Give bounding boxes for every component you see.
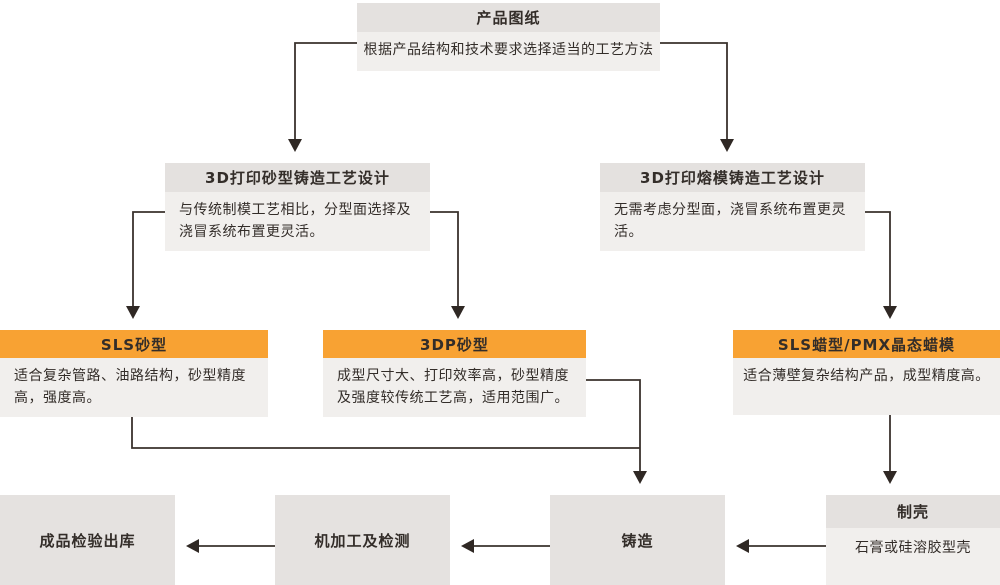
node-title: SLS砂型: [0, 330, 268, 358]
arrowhead-down-icon: [720, 139, 734, 152]
node-final-inspection-delivery: 成品检验出库: [0, 495, 175, 585]
node-title: 3D打印砂型铸造工艺设计: [165, 163, 430, 192]
node-casting: 铸造: [550, 495, 725, 585]
node-title: SLS蜡型/PMX晶态蜡模: [733, 330, 1000, 358]
node-desc: 成型尺寸大、打印效率高，砂型精度及强度较传统工艺高，适用范围广。: [323, 358, 586, 417]
node-desc: 适合复杂管路、油路结构，砂型精度高，强度高。: [0, 358, 268, 417]
arrowhead-down-icon: [451, 306, 465, 319]
edge-sand-design-to-tdp-sand: [430, 211, 459, 306]
node-product-drawing: 产品图纸 根据产品结构和技术要求选择适当的工艺方法: [357, 3, 660, 71]
node-desc: 无需考虑分型面，浇冒系统布置更灵活。: [600, 192, 865, 251]
edge-sls-sand-to-casting: [131, 417, 640, 449]
node-sls-sand-mold: SLS砂型 适合复杂管路、油路结构，砂型精度高，强度高。: [0, 330, 268, 417]
node-label: 机加工及检测: [314, 531, 411, 550]
node-desc: 适合薄壁复杂结构产品，成型精度高。: [733, 358, 1000, 415]
node-label: 成品检验出库: [39, 531, 136, 550]
node-title: 产品图纸: [357, 3, 660, 32]
node-desc: 石膏或硅溶胶型壳: [826, 528, 1000, 585]
arrowhead-down-icon: [288, 139, 302, 152]
edge-sand-design-to-sls-sand: [132, 211, 165, 306]
edge-invest-design-to-wax: [865, 211, 891, 306]
node-desc: 与传统制模工艺相比，分型面选择及浇冒系统布置更灵活。: [165, 192, 430, 251]
node-title: 3D打印熔模铸造工艺设计: [600, 163, 865, 192]
node-title: 3DP砂型: [323, 330, 586, 358]
arrowhead-left-icon: [461, 539, 474, 553]
node-sls-wax-pattern: SLS蜡型/PMX晶态蜡模 适合薄壁复杂结构产品，成型精度高。: [733, 330, 1000, 415]
node-label: 铸造: [621, 531, 654, 550]
arrowhead-left-icon: [186, 539, 199, 553]
node-sand-mold-design: 3D打印砂型铸造工艺设计 与传统制模工艺相比，分型面选择及浇冒系统布置更灵活。: [165, 163, 430, 251]
arrowhead-down-icon: [883, 471, 897, 484]
edge-product-to-invest-design: [660, 42, 728, 139]
node-3dp-sand-mold: 3DP砂型 成型尺寸大、打印效率高，砂型精度及强度较传统工艺高，适用范围广。: [323, 330, 586, 417]
edge-tdp-sand-to-casting: [586, 379, 641, 471]
node-shell-making: 制壳 石膏或硅溶胶型壳: [826, 495, 1000, 585]
node-machining-inspection: 机加工及检测: [275, 495, 450, 585]
node-title: 制壳: [826, 495, 1000, 528]
node-investment-mold-design: 3D打印熔模铸造工艺设计 无需考虑分型面，浇冒系统布置更灵活。: [600, 163, 865, 251]
arrowhead-down-icon: [126, 306, 140, 319]
node-desc: 根据产品结构和技术要求选择适当的工艺方法: [357, 32, 660, 71]
edge-product-to-sand-design: [294, 42, 357, 139]
arrowhead-down-icon: [633, 471, 647, 484]
arrowhead-left-icon: [736, 539, 749, 553]
arrowhead-down-icon: [883, 306, 897, 319]
